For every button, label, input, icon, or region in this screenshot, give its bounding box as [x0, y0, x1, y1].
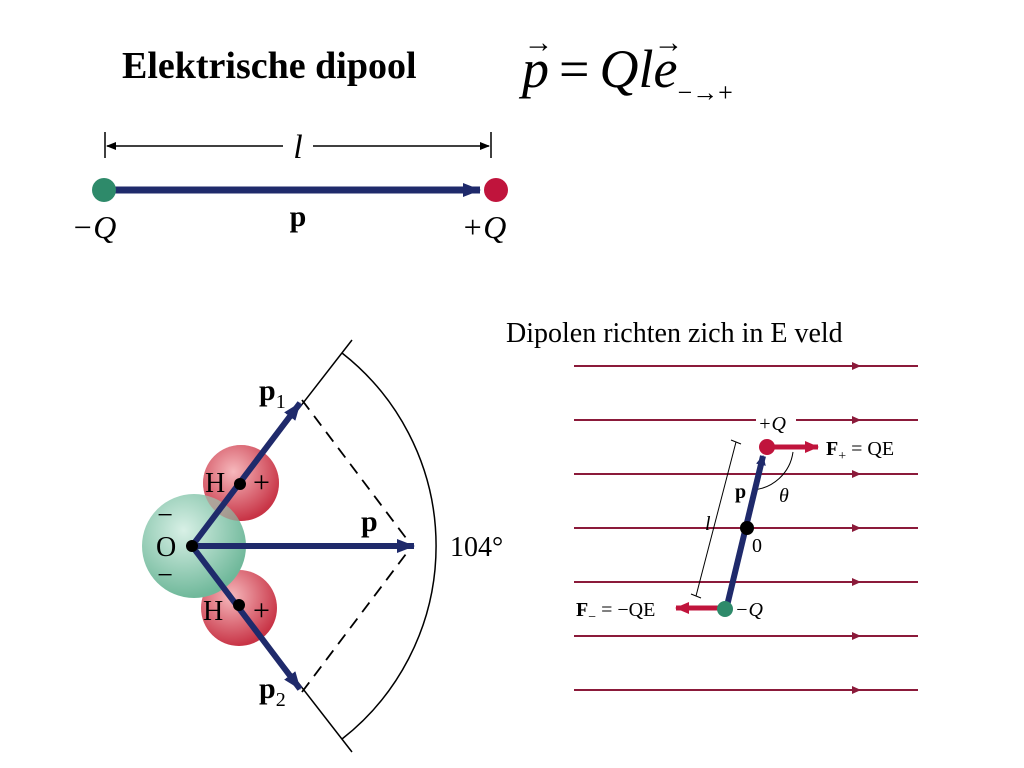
angle-arc — [341, 352, 437, 740]
formula-ql: Ql — [599, 39, 654, 99]
length-label: l — [293, 129, 302, 166]
label-mask — [734, 596, 770, 622]
center-label: 0 — [752, 535, 762, 557]
length-tick-bottom — [690, 593, 702, 599]
hydrogen-top-label: H — [205, 468, 225, 499]
vector-p1-label: p1 — [259, 374, 286, 413]
positive-charge — [484, 178, 508, 202]
negative-charge-label: −Q — [72, 209, 117, 245]
rotation-center — [740, 521, 754, 535]
field-vector-label: p — [735, 481, 746, 503]
vector-p1 — [189, 401, 303, 548]
dipole-in-field-diagram: l θ p 0 +Q −Q F+ = QE F− = −QE — [574, 362, 918, 694]
field-positive-charge — [759, 439, 775, 455]
formula-subscript: −→+ — [677, 78, 733, 107]
dashed-line-bottom — [301, 545, 413, 693]
vector-p2 — [189, 544, 303, 691]
oxygen-minus-bottom: − — [157, 560, 173, 591]
vector-p: p — [522, 38, 549, 100]
dipole-moment-formula: p=Qle−→+ — [522, 38, 733, 108]
dashed-line-top — [301, 399, 413, 547]
force-negative-label: F− = −QE — [576, 599, 655, 625]
unit-vector-e: e — [653, 38, 677, 100]
length-indicator — [695, 441, 737, 597]
theta-arc — [751, 451, 794, 491]
field-caption: Dipolen richten zich in E veld — [506, 318, 843, 349]
positive-charge-label: +Q — [462, 209, 507, 245]
vector-p2-label: p2 — [259, 672, 286, 711]
dipole-vector-label: p — [290, 200, 307, 233]
label-mask — [756, 408, 796, 434]
field-negative-charge — [717, 601, 733, 617]
theta-label: θ — [779, 485, 789, 507]
field-length-label: l — [705, 513, 711, 535]
oxygen-label: O — [156, 532, 176, 563]
slide-title: Elektrische dipool — [122, 45, 417, 87]
field-neg-charge-label: −Q — [735, 599, 763, 621]
water-molecule-diagram: 104° O − − H + H + p1 p p2 — [142, 339, 503, 753]
vector-p-label: p — [361, 505, 378, 538]
oxygen-minus-top: − — [157, 500, 173, 531]
oxygen-center-dot — [186, 540, 198, 552]
label-mask — [822, 434, 918, 462]
field-pos-charge-label: +Q — [758, 413, 786, 435]
hydrogen-bottom-plus: + — [253, 594, 270, 627]
length-tick-top — [730, 439, 742, 445]
simple-dipole: l p −Q +Q — [72, 129, 508, 245]
angle-label: 104° — [450, 532, 503, 563]
hydrogen-top-plus: + — [253, 466, 270, 499]
hydrogen-bottom-label: H — [203, 596, 223, 627]
hydrogen-top-center-dot — [234, 478, 246, 490]
label-mask — [574, 594, 674, 622]
force-positive-label: F+ = QE — [826, 438, 894, 464]
equals-sign: = — [559, 39, 590, 99]
negative-charge — [92, 178, 116, 202]
hydrogen-bottom-center-dot — [233, 599, 245, 611]
